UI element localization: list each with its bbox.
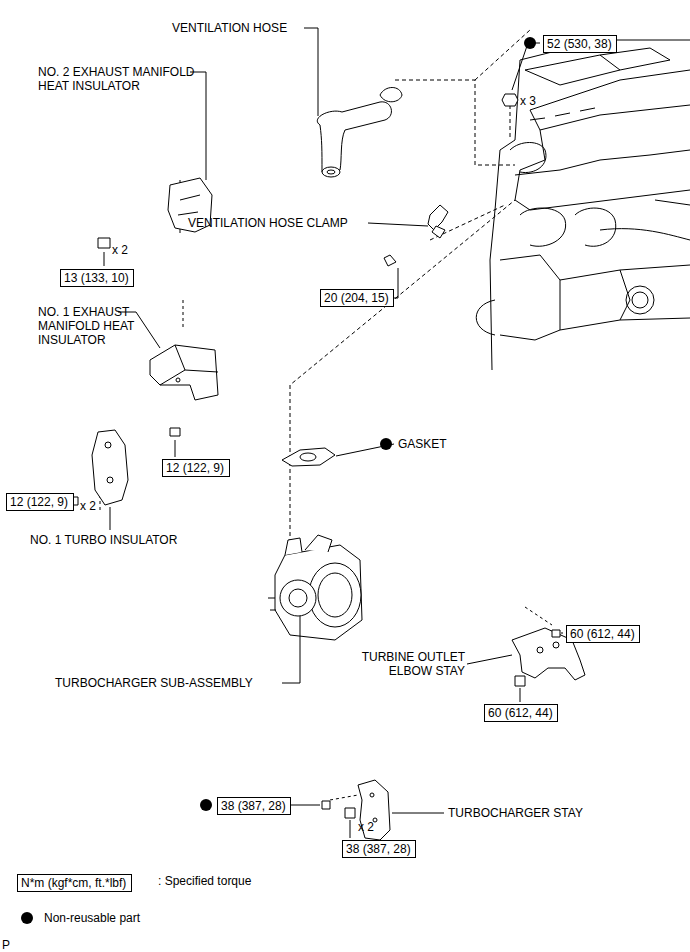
quantity-mark: x 2 — [112, 243, 128, 257]
part-name: TURBINE OUTLET ELBOW STAY — [343, 650, 465, 678]
torque-value: 38 (387, 28) — [346, 842, 411, 856]
torque-legend-box: N*m (kgf*cm, ft.*lbf) — [17, 874, 132, 892]
quantity-mark: x 3 — [520, 94, 536, 108]
torque-box: 20 (204, 15) — [320, 289, 394, 307]
part-name: GASKET — [398, 437, 447, 451]
torque-value: 13 (133, 10) — [64, 271, 129, 285]
torque-box: 52 (530, 38) — [543, 35, 617, 53]
torque-value: 38 (387, 28) — [221, 799, 286, 813]
part-name: VENTILATION HOSE — [172, 21, 287, 35]
torque-value: 60 (612, 44) — [570, 627, 635, 641]
torque-box: 60 (612, 44) — [484, 704, 558, 722]
torque-value: 12 (122, 9) — [166, 461, 224, 475]
part-name: NO. 1 TURBO INSULATOR — [30, 533, 177, 547]
torque-value: 60 (612, 44) — [488, 706, 553, 720]
torque-box: 60 (612, 44) — [566, 625, 640, 643]
torque-value: 20 (204, 15) — [324, 291, 389, 305]
torque-value: N*m (kgf*cm, ft.*lbf) — [21, 876, 126, 890]
part-name: VENTILATION HOSE CLAMP — [188, 216, 348, 230]
legend-text: Non-reusable part — [44, 911, 140, 925]
quantity-mark: x 2 — [80, 499, 96, 513]
part-name: TURBOCHARGER STAY — [448, 806, 583, 820]
torque-value: 12 (122, 9) — [10, 495, 68, 509]
quantity-mark: x 2 — [358, 820, 374, 834]
legend-text: : Specified torque — [158, 874, 251, 888]
part-name: NO. 1 EXHAUST MANIFOLD HEAT INSULATOR — [38, 305, 146, 347]
torque-box: 12 (122, 9) — [162, 459, 230, 477]
torque-box: 38 (387, 28) — [217, 797, 291, 815]
torque-box: 38 (387, 28) — [342, 840, 416, 858]
torque-box: 13 (133, 10) — [60, 269, 134, 287]
part-name: NO. 2 EXHAUST MANIFOLD HEAT INSULATOR — [38, 65, 203, 93]
part-name: TURBOCHARGER SUB-ASSEMBLY — [55, 676, 253, 690]
torque-value: 52 (530, 38) — [547, 37, 612, 51]
torque-box: 12 (122, 9) — [6, 493, 74, 511]
page-mark: P — [2, 938, 10, 952]
